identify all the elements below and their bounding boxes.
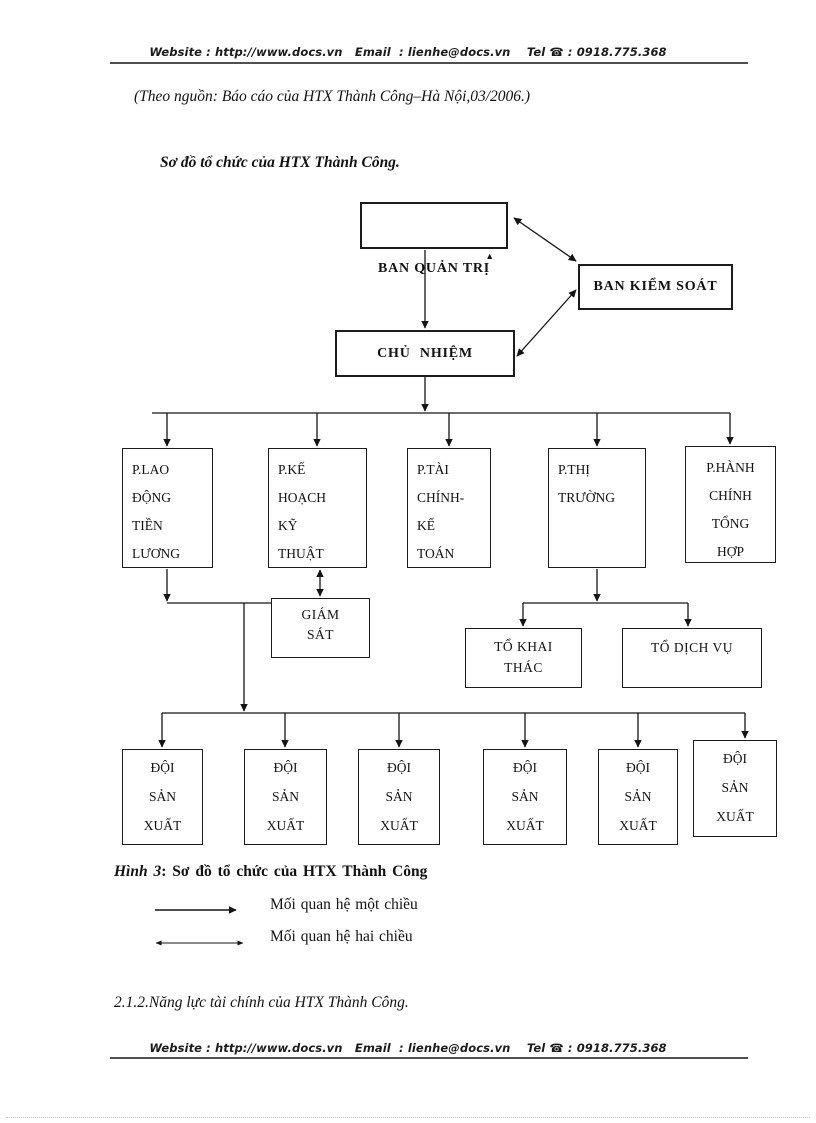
figure-caption: Hình 3: Sơ đồ tổ chức của HTX Thành Công <box>114 863 427 881</box>
org-box-dept-hanh-chinh-tong-hop: P.HÀNH CHÍNH TỔNG HỢP <box>685 446 776 563</box>
org-box-chu-nhiem: CHỦ NHIỆM <box>335 330 515 377</box>
org-box-doi-san-xuat-2: ĐỘI SẢN XUẤT <box>244 749 327 845</box>
legend-label-two-way: Mối quan hệ hai chiều <box>270 928 413 945</box>
org-box-ban-quan-tri: BAN QUẢN TRỊ ▲ <box>360 202 508 276</box>
diagram-title: Sơ đồ tổ chức của HTX Thành Công. <box>160 154 400 171</box>
source-note: (Theo nguồn: Báo cáo của HTX Thành Công–… <box>134 88 531 105</box>
org-box-dept-ke-hoach-ky-thuat: P.KẾ HOẠCH KỸ THUẬT <box>268 448 367 568</box>
org-box-dept-lao-dong-tien-luong: P.LAO ĐỘNG TIỀN LƯƠNG <box>122 448 213 568</box>
org-box-doi-san-xuat-1: ĐỘI SẢN XUẤT <box>122 749 203 845</box>
page-bottom-dotted-border <box>6 1117 810 1118</box>
org-box-doi-san-xuat-3: ĐỘI SẢN XUẤT <box>358 749 440 845</box>
org-box-to-dich-vu: TỔ DỊCH VỤ <box>622 628 762 688</box>
org-box-label: BAN QUẢN TRỊ <box>377 261 491 276</box>
page-header-contact: Website : http://www.docs.vn Email : lie… <box>149 45 667 59</box>
figure-caption-text: : Sơ đồ tổ chức của HTX Thành Công <box>161 863 428 880</box>
org-box-dept-thi-truong: P.THỊ TRƯỜNG <box>548 448 646 568</box>
org-box-giam-sat: GIÁM SÁT <box>271 598 370 658</box>
org-box-dept-tai-chinh-ke-toan: P.TÀI CHÍNH- KẾ TOÁN <box>407 448 491 568</box>
legend-arrows <box>155 906 244 946</box>
legend-label-one-way: Mối quan hệ một chiều <box>270 896 418 913</box>
org-box-doi-san-xuat-6: ĐỘI SẢN XUẤT <box>693 740 777 837</box>
footer-rule <box>110 1057 748 1059</box>
triangle-mark-icon: ▲ <box>485 251 495 261</box>
org-box-ban-kiem-soat: BAN KIỂM SOÁT <box>578 264 733 310</box>
figure-caption-prefix: Hình 3 <box>114 863 162 880</box>
org-box-doi-san-xuat-4: ĐỘI SẢN XUẤT <box>483 749 567 845</box>
section-heading: 2.1.2.Năng lực tài chính của HTX Thành C… <box>114 994 409 1011</box>
org-box-doi-san-xuat-5: ĐỘI SẢN XUẤT <box>598 749 678 845</box>
header-rule <box>110 62 748 64</box>
org-box-to-khai-thac: TỔ KHAI THÁC <box>465 628 582 688</box>
page-footer-contact: Website : http://www.docs.vn Email : lie… <box>149 1041 667 1055</box>
